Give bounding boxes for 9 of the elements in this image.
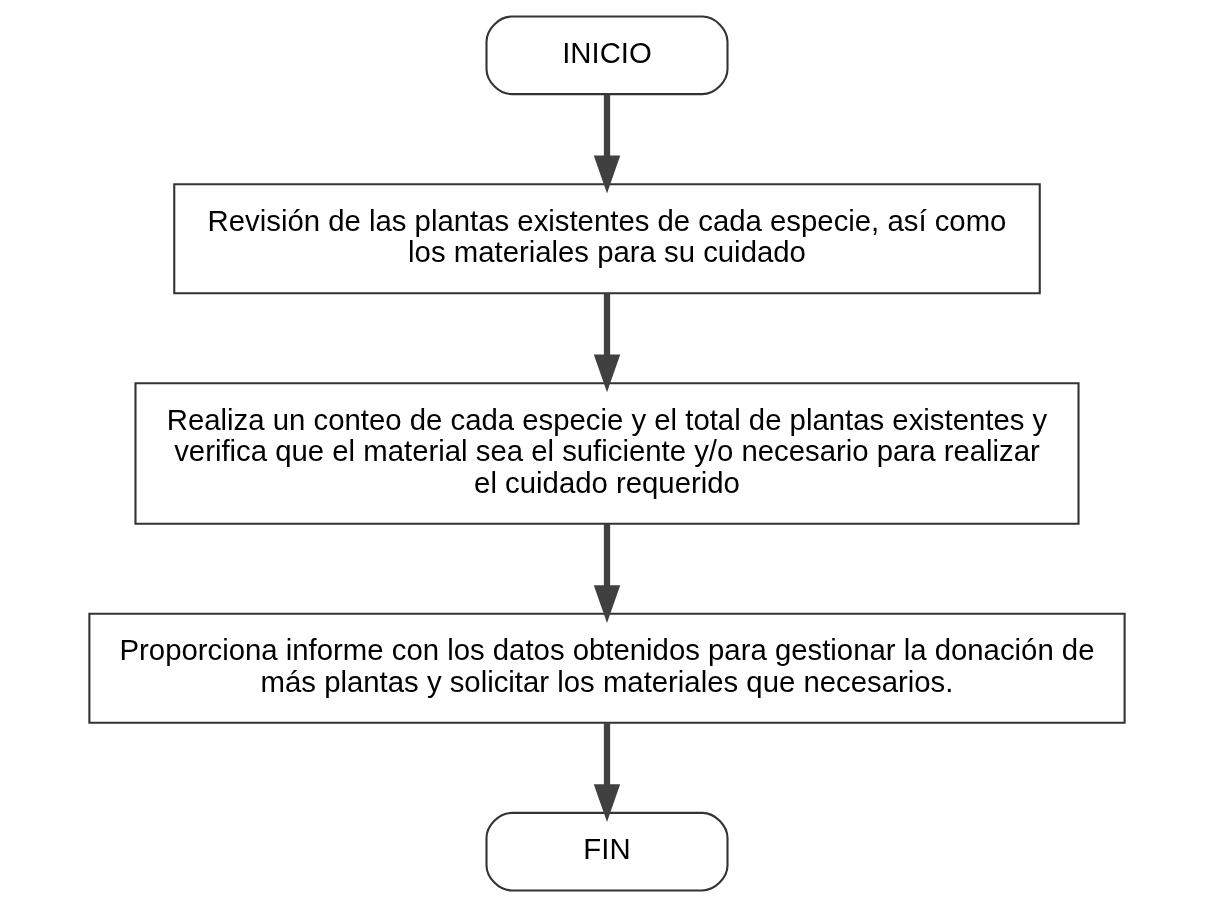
node-box: Realiza un conteo de cada especie y el total de plantas existentes y verifica que el material sea el suficiente y/o necesario para realizar el cuidado requerido bbox=[134, 382, 1080, 525]
arrow bbox=[593, 293, 621, 393]
node-box: Revisión de las plantas existentes de cada especie, así como los materiales para su cuidado bbox=[173, 183, 1041, 295]
arrow bbox=[593, 524, 621, 624]
node-box: FIN bbox=[485, 811, 729, 892]
arrow bbox=[593, 723, 621, 822]
arrow bbox=[593, 94, 621, 194]
node-box: INICIO bbox=[485, 15, 729, 96]
node-box: Proporciona informe con los datos obtenidos para gestionar la donación de más plantas y solicitar los materiales que necesarios. bbox=[88, 612, 1126, 724]
